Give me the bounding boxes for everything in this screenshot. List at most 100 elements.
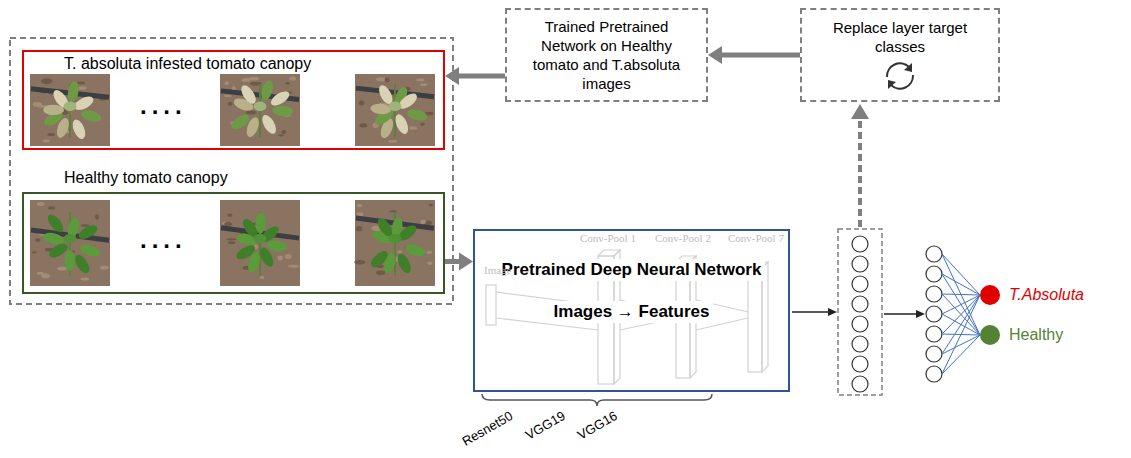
leaf — [254, 234, 267, 244]
layer-name: Conv-Pool 1 — [580, 232, 636, 244]
model-name: Resnet50 — [460, 408, 516, 449]
soil-speck — [376, 270, 385, 275]
leaf — [389, 102, 402, 112]
soil-speck — [420, 83, 427, 86]
soil-speck — [224, 222, 232, 226]
output-dot — [980, 325, 1000, 345]
arrow-head — [828, 308, 837, 316]
soil — [355, 74, 435, 146]
arrow-head — [445, 67, 459, 85]
weight-line — [942, 274, 980, 295]
output-dot — [979, 324, 1001, 346]
leaf — [76, 222, 99, 241]
soil — [220, 74, 300, 146]
leaf — [393, 113, 411, 136]
soil-speck — [357, 212, 364, 216]
arrow-head — [459, 253, 473, 271]
layer-name: Image — [484, 264, 511, 276]
canopy-photo — [30, 200, 110, 286]
leaf — [65, 250, 76, 271]
weight-line — [942, 295, 980, 374]
box-subtitle: Images → Features — [550, 301, 714, 323]
weight-line — [942, 335, 980, 374]
soil-speck — [37, 272, 44, 275]
soil-speck — [226, 238, 236, 240]
arrow-head — [851, 104, 869, 119]
soil-speck — [81, 277, 90, 280]
soil-speck — [225, 81, 229, 85]
soil-speck — [227, 214, 232, 217]
neuron — [926, 346, 942, 362]
process-box: Replace layer target classes — [800, 8, 1000, 102]
neuron — [852, 356, 868, 372]
soil-speck — [356, 226, 363, 231]
soil-speck — [35, 238, 40, 242]
arrow-head — [708, 46, 722, 64]
soil-speck — [289, 76, 296, 80]
neuron — [926, 326, 942, 342]
soil-speck — [285, 82, 290, 85]
soil-speck — [77, 81, 85, 84]
soil-speck — [385, 78, 390, 83]
soil-speck — [260, 276, 265, 279]
weight-line — [942, 274, 980, 335]
soil-speck — [228, 241, 235, 244]
flow-line — [457, 74, 505, 79]
soil — [355, 200, 435, 286]
weight-line — [942, 295, 980, 334]
weight-line — [942, 314, 980, 335]
soil-speck — [277, 256, 283, 261]
flow-arrow — [445, 253, 473, 271]
leaf — [238, 83, 258, 106]
neuron — [926, 306, 942, 322]
canopy-photo — [355, 74, 435, 146]
leaf — [370, 103, 392, 115]
output-dot — [980, 285, 1000, 305]
leaf — [64, 234, 77, 244]
neuron — [926, 366, 942, 382]
ellipsis: .... — [140, 226, 187, 254]
flow-arrow — [708, 46, 800, 64]
soil-speck — [57, 266, 67, 270]
leaf — [80, 108, 103, 124]
leaf — [254, 102, 267, 112]
soil-speck — [359, 101, 364, 106]
neuron — [852, 296, 868, 312]
weight-line — [942, 335, 980, 354]
soil-speck — [420, 122, 424, 125]
neuron — [852, 256, 868, 272]
soil-speck — [426, 251, 432, 254]
neuron — [852, 236, 868, 252]
neuron — [926, 266, 942, 282]
neuron — [852, 316, 868, 332]
neuron — [852, 336, 868, 352]
soil-speck — [32, 251, 37, 253]
model-name: VGG19 — [522, 408, 567, 443]
weight-line — [942, 254, 980, 295]
input-group-outline — [10, 38, 453, 304]
soil-speck — [360, 123, 368, 127]
cnn-sketch — [486, 250, 768, 384]
soil-speck — [246, 110, 257, 114]
box-title: Pretrained Deep Neural Network — [498, 259, 766, 281]
canopy-photo — [220, 200, 300, 286]
weight-line — [942, 254, 980, 335]
feature-arrow — [792, 311, 830, 313]
soil-speck — [224, 95, 232, 97]
leaf — [229, 112, 252, 132]
output-class: Healthy — [979, 324, 1063, 346]
leaf — [70, 118, 88, 141]
neuron — [926, 246, 942, 262]
neuron — [852, 276, 868, 292]
soil-speck — [285, 254, 292, 259]
weight-line — [942, 294, 980, 335]
soil-speck — [429, 204, 433, 207]
box-heading: Healthy tomato canopy — [64, 169, 228, 187]
leaf — [42, 231, 65, 246]
leaf — [389, 234, 402, 244]
arrow-head — [904, 63, 912, 72]
soil-speck — [100, 265, 109, 269]
neuron — [926, 286, 942, 302]
soil — [220, 200, 300, 286]
weight-line — [942, 334, 980, 335]
